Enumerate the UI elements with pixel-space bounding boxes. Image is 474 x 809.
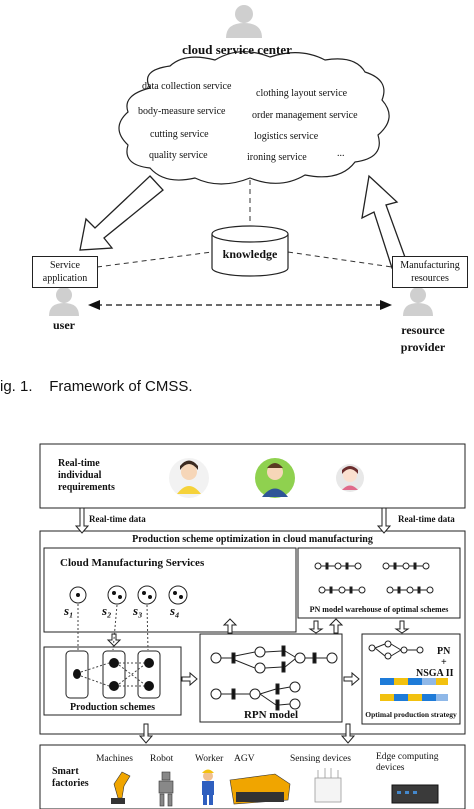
- edge-computing-line2: devices: [376, 763, 405, 773]
- user-label: user: [53, 318, 75, 332]
- service-to-scheme-links: [77, 604, 149, 651]
- requirements-line3: requirements: [58, 482, 115, 493]
- production-scheme-graph: [65, 650, 161, 699]
- person-avatar-girl-icon: [336, 464, 364, 492]
- humanoid-robot-icon: [158, 771, 174, 807]
- manufacturing-resources-box: Manufacturing resources: [392, 256, 468, 288]
- resource-provider-line2: provider: [400, 340, 446, 354]
- person-avatar-man-icon: [255, 458, 295, 498]
- rpn-up-arrow: [222, 618, 238, 634]
- optimization-title: Production scheme optimization in cloud …: [132, 534, 373, 545]
- smart-factories-line1: Smart: [52, 766, 79, 777]
- warehouse-to-rpn-arrow: [308, 620, 324, 634]
- down-arrow-factories-2: [340, 723, 356, 744]
- service-cloud: [118, 51, 390, 185]
- production-schemes-label: Production schemes: [69, 702, 156, 713]
- big-arrow-down-left: [79, 175, 164, 251]
- knowledge-label: knowledge: [222, 247, 278, 261]
- requirements-line2: individual: [58, 470, 102, 481]
- rpn-to-strategy-arrow: [343, 671, 360, 687]
- nsga-label: NSGA II: [416, 668, 454, 679]
- smart-factories-line2: factories: [52, 778, 89, 789]
- agv-vehicle-icon: [229, 773, 291, 805]
- service-cutting: cutting service: [150, 129, 209, 140]
- machines-label: Machines: [96, 754, 133, 764]
- exchange-arrowhead-right: [380, 300, 392, 310]
- cms-to-schemes-arrow: [106, 633, 122, 647]
- schemes-to-rpn-arrow: [181, 671, 198, 687]
- rpn-model-frame: [199, 633, 343, 723]
- requirements-frame: [39, 443, 466, 509]
- rpn-to-warehouse-arrow: [328, 618, 344, 634]
- cloud-center-person-icon: [226, 5, 262, 38]
- plus-label: +: [441, 657, 447, 668]
- realtime-data-right: Real-time data: [398, 514, 455, 524]
- knowledge-database-icon: [211, 225, 289, 277]
- realtime-arrow-left: [74, 507, 90, 534]
- service-label-s4: s₄: [170, 603, 180, 618]
- strategy-net-graphic: [368, 640, 424, 660]
- rpn-model-label: RPN model: [243, 709, 299, 721]
- service-label-s3: s₃: [133, 603, 143, 618]
- down-arrow-factories-1: [138, 723, 154, 744]
- service-node-s2: [107, 585, 127, 605]
- sensing-device-icon: [314, 768, 342, 803]
- provider-knowledge-link: [287, 251, 393, 268]
- service-clothing-layout: clothing layout service: [256, 88, 348, 99]
- manufacturing-resources-line1: Manufacturing: [400, 260, 460, 271]
- provider-person-icon: [403, 287, 433, 316]
- service-ellipsis: ...: [337, 148, 345, 159]
- worker-label: Worker: [195, 754, 224, 764]
- realtime-data-left: Real-time data: [89, 514, 146, 524]
- pn-warehouse-frame: [297, 547, 461, 619]
- person-avatar-woman-icon: [169, 458, 209, 498]
- worker-icon: [202, 769, 214, 805]
- industrial-robot-arm-icon: [111, 771, 131, 804]
- service-label-s1: s₁: [64, 603, 74, 618]
- service-node-s3: [137, 585, 157, 605]
- service-application-line1: Service: [50, 260, 80, 271]
- user-person-icon: [49, 287, 79, 316]
- manufacturing-resources-line2: resources: [411, 273, 449, 284]
- edge-computing-device-icon: [391, 784, 439, 804]
- sensing-devices-label: Sensing devices: [290, 754, 351, 764]
- service-application-box: Service application: [32, 256, 98, 288]
- edge-computing-line1: Edge computing: [376, 752, 439, 762]
- service-node-s1: [69, 586, 87, 604]
- cloud-center-title: cloud service center: [182, 42, 292, 57]
- resource-provider-line1: resource: [401, 323, 445, 337]
- service-body-measure: body-measure service: [138, 106, 226, 117]
- chromosome-bars-graphic: [380, 678, 448, 701]
- service-data-collection: data collection service: [142, 81, 232, 92]
- requirements-line1: Real-time: [58, 458, 100, 469]
- service-quality: quality service: [149, 150, 208, 161]
- robot-label: Robot: [150, 754, 174, 764]
- big-arrow-up-right: [361, 174, 407, 269]
- service-logistics: logistics service: [254, 131, 319, 142]
- agv-label: AGV: [234, 754, 255, 764]
- user-knowledge-link: [96, 251, 213, 268]
- service-node-s4: [168, 585, 188, 605]
- service-ironing: ironing service: [247, 152, 307, 163]
- service-label-s2: s₂: [102, 603, 112, 618]
- warehouse-to-strategy-arrow: [394, 620, 410, 634]
- figure-1-caption: ig. 1. Framework of CMSS.: [0, 378, 193, 395]
- cms-title: Cloud Manufacturing Services: [60, 557, 205, 569]
- realtime-arrow-right: [376, 507, 392, 534]
- optimal-strategy-label: Optimal production strategy: [365, 710, 457, 719]
- rpn-petri-net: [210, 645, 338, 711]
- pn-warehouse-nets: [314, 562, 434, 594]
- service-order-management: order management service: [252, 110, 358, 121]
- exchange-arrowhead-left: [88, 300, 100, 310]
- pn-warehouse-label: PN model warehouse of optimal schemes: [309, 605, 449, 614]
- pn-label: PN: [437, 646, 451, 657]
- service-application-line2: application: [42, 273, 88, 284]
